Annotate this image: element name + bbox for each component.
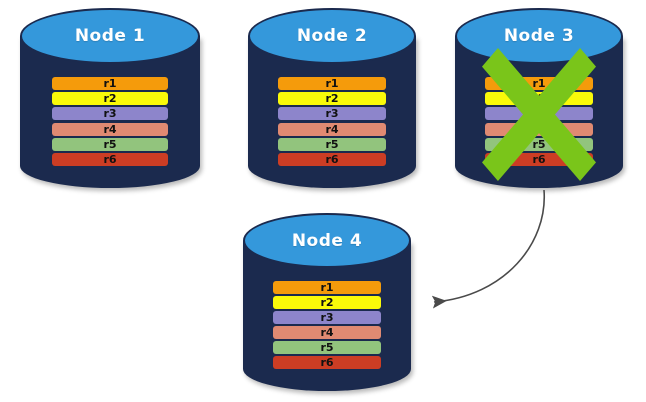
node-2-replica-r1-label: r1 <box>325 77 339 90</box>
node-3-replica-r2[interactable]: r2 <box>485 92 593 106</box>
node-4-replica-r4-label: r4 <box>320 326 334 339</box>
node-3-replica-r4[interactable]: r4 <box>485 122 593 136</box>
node-1-replica-r6-label: r6 <box>103 152 117 166</box>
node-2-replica-r3[interactable]: r3 <box>278 107 386 121</box>
node-4-replica-r4[interactable]: r4 <box>273 326 381 339</box>
node-3-replica-r1[interactable]: r1 <box>485 77 593 90</box>
node-4-replica-r3[interactable]: r3 <box>273 311 381 324</box>
node-3-replica-r4-label: r4 <box>532 122 546 136</box>
node-4-replica-r2-label: r2 <box>320 296 334 309</box>
node-2-top: Node 2 <box>248 8 416 64</box>
node-1-top: Node 1 <box>20 8 200 64</box>
node-3-replica-r2-label: r2 <box>532 92 546 106</box>
node-3-replica-r1-label: r1 <box>532 77 546 90</box>
node-1-replica-r5[interactable]: r5 <box>52 137 168 151</box>
node-2-replica-r6[interactable]: r6 <box>278 152 386 166</box>
node-3-top: Node 3 <box>455 8 623 64</box>
node-4-replica-r5[interactable]: r5 <box>273 341 381 354</box>
node-2-replica-r2[interactable]: r2 <box>278 92 386 106</box>
node-4-label: Node 4 <box>291 230 363 251</box>
node-4-replica-r6[interactable]: r6 <box>273 356 381 369</box>
node-1-replica-r6[interactable]: r6 <box>52 152 168 166</box>
node-4-replica-r1-label: r1 <box>320 281 334 294</box>
node-3-replica-r6[interactable]: r6 <box>485 152 593 166</box>
node-1-replica-r1[interactable]: r1 <box>52 77 168 90</box>
node-3-label: Node 3 <box>503 26 575 46</box>
node-1-replica-r5-label: r5 <box>103 137 117 151</box>
node-4[interactable]: Node 4 r1 r2 r3 r4 r5 r6 <box>243 213 411 391</box>
node-4-replica-r2[interactable]: r2 <box>273 296 381 309</box>
node-3-replica-r3-label: r3 <box>532 107 546 121</box>
node-4-top: Node 4 <box>243 213 411 268</box>
node-1-replica-r2-label: r2 <box>103 92 117 106</box>
node-2-replica-r4-label: r4 <box>325 122 339 136</box>
node-2-label: Node 2 <box>296 26 368 46</box>
node-2-replica-r4[interactable]: r4 <box>278 122 386 136</box>
node-1-replica-r2[interactable]: r2 <box>52 92 168 106</box>
node-2-replica-r5[interactable]: r5 <box>278 137 386 151</box>
node-1-replica-r3-label: r3 <box>103 107 117 121</box>
node-4-replica-r1[interactable]: r1 <box>273 281 381 294</box>
node-4-replica-r3-label: r3 <box>320 311 334 324</box>
node-1-label: Node 1 <box>74 26 146 46</box>
node-2-replica-r1[interactable]: r1 <box>278 77 386 90</box>
node-2-replica-r3-label: r3 <box>325 107 339 121</box>
node-2-replica-r6-label: r6 <box>325 152 339 166</box>
node-2-replica-r2-label: r2 <box>325 92 339 106</box>
node-1-replica-r3[interactable]: r3 <box>52 107 168 121</box>
node-4-replica-list: r1 r2 r3 r4 r5 r6 <box>273 281 381 369</box>
node-4-replica-r6-label: r6 <box>320 356 334 369</box>
node-3-replica-r5[interactable]: r5 <box>485 137 593 151</box>
node-4-replica-r5-label: r5 <box>320 341 334 354</box>
node-1-replica-r4-label: r4 <box>103 122 117 136</box>
node-3-replica-r3[interactable]: r3 <box>485 107 593 121</box>
node-2-replica-r5-label: r5 <box>325 137 339 151</box>
node-3-replica-r5-label: r5 <box>532 137 546 151</box>
node-1-replica-r1-label: r1 <box>103 77 117 90</box>
node-1-replica-r4[interactable]: r4 <box>52 122 168 136</box>
node-3-replica-r6-label: r6 <box>532 152 546 166</box>
